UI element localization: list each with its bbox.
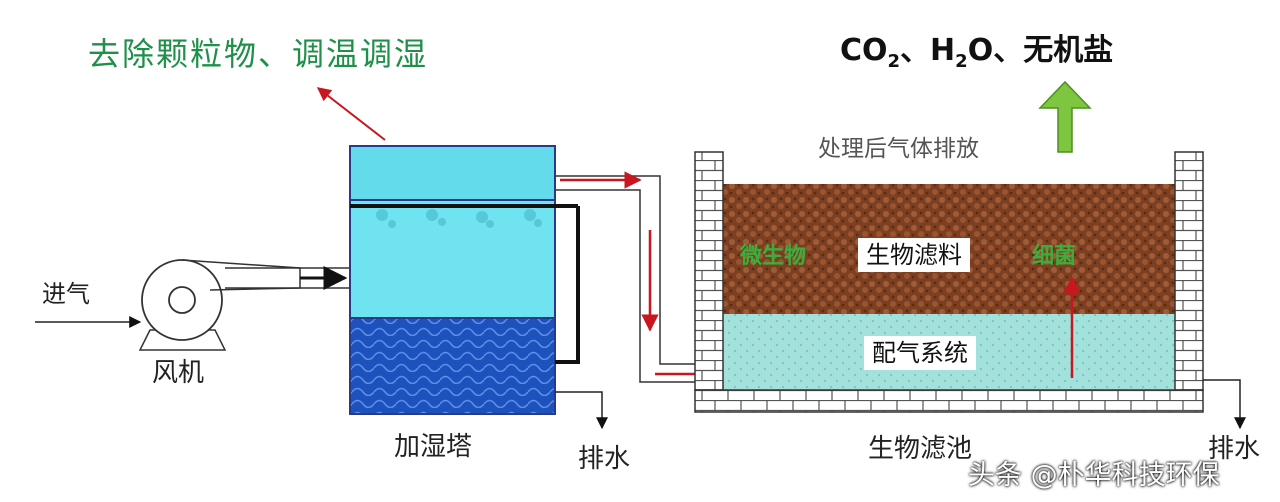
filter-media-label: 生物滤料 [858, 238, 970, 272]
drain-label-1: 排水 [578, 444, 631, 474]
watermark: 头条 @朴华科技环保 [968, 460, 1220, 491]
biofilter-basin [694, 151, 1204, 413]
drain-pipe-2 [1203, 379, 1246, 430]
emission-formula: CO2、H2O、无机盐 [840, 33, 1114, 72]
biofilter-label: 生物滤池 [868, 434, 973, 464]
humidifier-tower [349, 145, 580, 415]
fan-label: 风机 [152, 358, 205, 388]
microbe-label-1: 微生物 [740, 244, 807, 269]
drain-pipe-1 [555, 391, 608, 430]
exhaust-label: 处理后气体排放 [818, 136, 979, 162]
air-distribution-label: 配气系统 [864, 336, 976, 370]
drain-label-2: 排水 [1208, 434, 1261, 464]
exhaust-arrow-icon [1038, 80, 1092, 153]
fan-to-tower-pipe [225, 266, 350, 290]
microbe-label-2: 细菌 [1032, 244, 1077, 269]
particulate-arrow [316, 87, 386, 141]
fan [138, 259, 301, 351]
inlet-label: 进气 [42, 280, 90, 308]
top-left-label: 去除颗粒物、调温调湿 [88, 35, 429, 73]
humidifier-label: 加湿塔 [394, 432, 473, 462]
